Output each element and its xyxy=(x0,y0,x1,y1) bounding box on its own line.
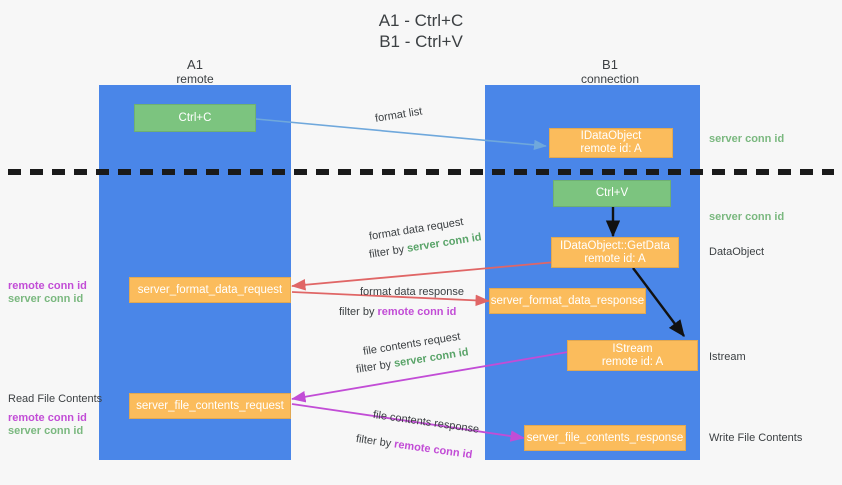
node-ctrl-c-line1: Ctrl+C xyxy=(178,111,212,124)
node-istream-line1: IStream xyxy=(612,342,653,355)
filter-prefix: filter by xyxy=(368,242,409,261)
edge-label-file-contents-response-filter: filter by remote conn id xyxy=(355,432,473,462)
left-label-remote-conn-id-1: remote conn id xyxy=(8,280,87,292)
right-label-server-conn-id-mid: server conn id xyxy=(709,211,785,223)
node-fmt-resp-label: server_format_data_response xyxy=(490,294,645,307)
node-ctrl-v[interactable]: Ctrl+V xyxy=(553,180,671,207)
node-file-req-label: server_file_contents_request xyxy=(136,399,284,412)
node-getdata-line2: remote id: A xyxy=(584,252,646,265)
node-idataobject-top-line2: remote id: A xyxy=(580,143,642,155)
filter-key-remote-conn-id: remote conn id xyxy=(393,438,474,462)
title-line-1: A1 - Ctrl+C xyxy=(378,11,464,30)
left-label-server-conn-id-1: server conn id xyxy=(8,293,84,305)
node-file-resp-label: server_file_contents_response xyxy=(526,431,684,444)
left-label-read-file-contents: Read File Contents xyxy=(8,393,103,405)
edge-label-format-data-response: format data response xyxy=(360,286,464,298)
node-istream-line2: remote id: A xyxy=(601,355,664,368)
filter-key-remote-conn-id: remote conn id xyxy=(377,306,457,318)
node-idataobject-top-line1: IDataObject xyxy=(580,130,642,142)
filter-prefix: filter by xyxy=(355,357,396,376)
node-server-format-data-request[interactable]: server_format_data_request xyxy=(129,277,291,303)
right-label-write-file-contents: Write File Contents xyxy=(709,432,803,444)
node-server-file-contents-response[interactable]: server_file_contents_response xyxy=(524,425,686,451)
node-fmt-req-label: server_format_data_request xyxy=(137,283,283,296)
edge-label-format-list: format list xyxy=(374,105,424,125)
edge-label-file-contents-response: file contents response xyxy=(372,408,480,436)
edge-label-format-data-response-filter: filter by remote conn id xyxy=(339,305,456,319)
node-server-format-data-response[interactable]: server_format_data_response xyxy=(489,288,646,314)
left-label-remote-conn-id-2: remote conn id xyxy=(8,412,87,424)
lane-header-b1-name: B1 xyxy=(602,57,618,72)
lane-header-a1: A1 remote xyxy=(130,57,260,87)
lane-header-b1-sub: connection xyxy=(580,72,640,86)
node-idataobject-getdata[interactable]: IDataObject::GetData remote id: A xyxy=(551,237,679,268)
lane-header-b1: B1 connection xyxy=(545,57,675,87)
node-ctrl-c[interactable]: Ctrl+C xyxy=(134,104,256,132)
filter-prefix: filter by xyxy=(355,432,396,451)
lane-header-a1-sub: remote xyxy=(176,72,214,86)
right-label-server-conn-id-top: server conn id xyxy=(709,133,785,145)
lane-header-a1-name: A1 xyxy=(187,57,203,72)
node-ctrl-v-line1: Ctrl+V xyxy=(595,187,629,199)
right-label-data-object: DataObject xyxy=(709,246,765,258)
left-label-server-conn-id-2: server conn id xyxy=(8,425,84,437)
node-getdata-line1: IDataObject::GetData xyxy=(560,239,670,252)
page-title: A1 - Ctrl+C B1 - Ctrl+V xyxy=(0,10,842,52)
right-label-istream: Istream xyxy=(709,351,746,363)
node-server-file-contents-request[interactable]: server_file_contents_request xyxy=(129,393,291,419)
filter-prefix: filter by xyxy=(339,306,378,318)
node-idataobject-top[interactable]: IDataObject remote id: A xyxy=(549,128,673,158)
title-line-2: B1 - Ctrl+V xyxy=(379,32,463,51)
node-istream[interactable]: IStream remote id: A xyxy=(567,340,698,371)
